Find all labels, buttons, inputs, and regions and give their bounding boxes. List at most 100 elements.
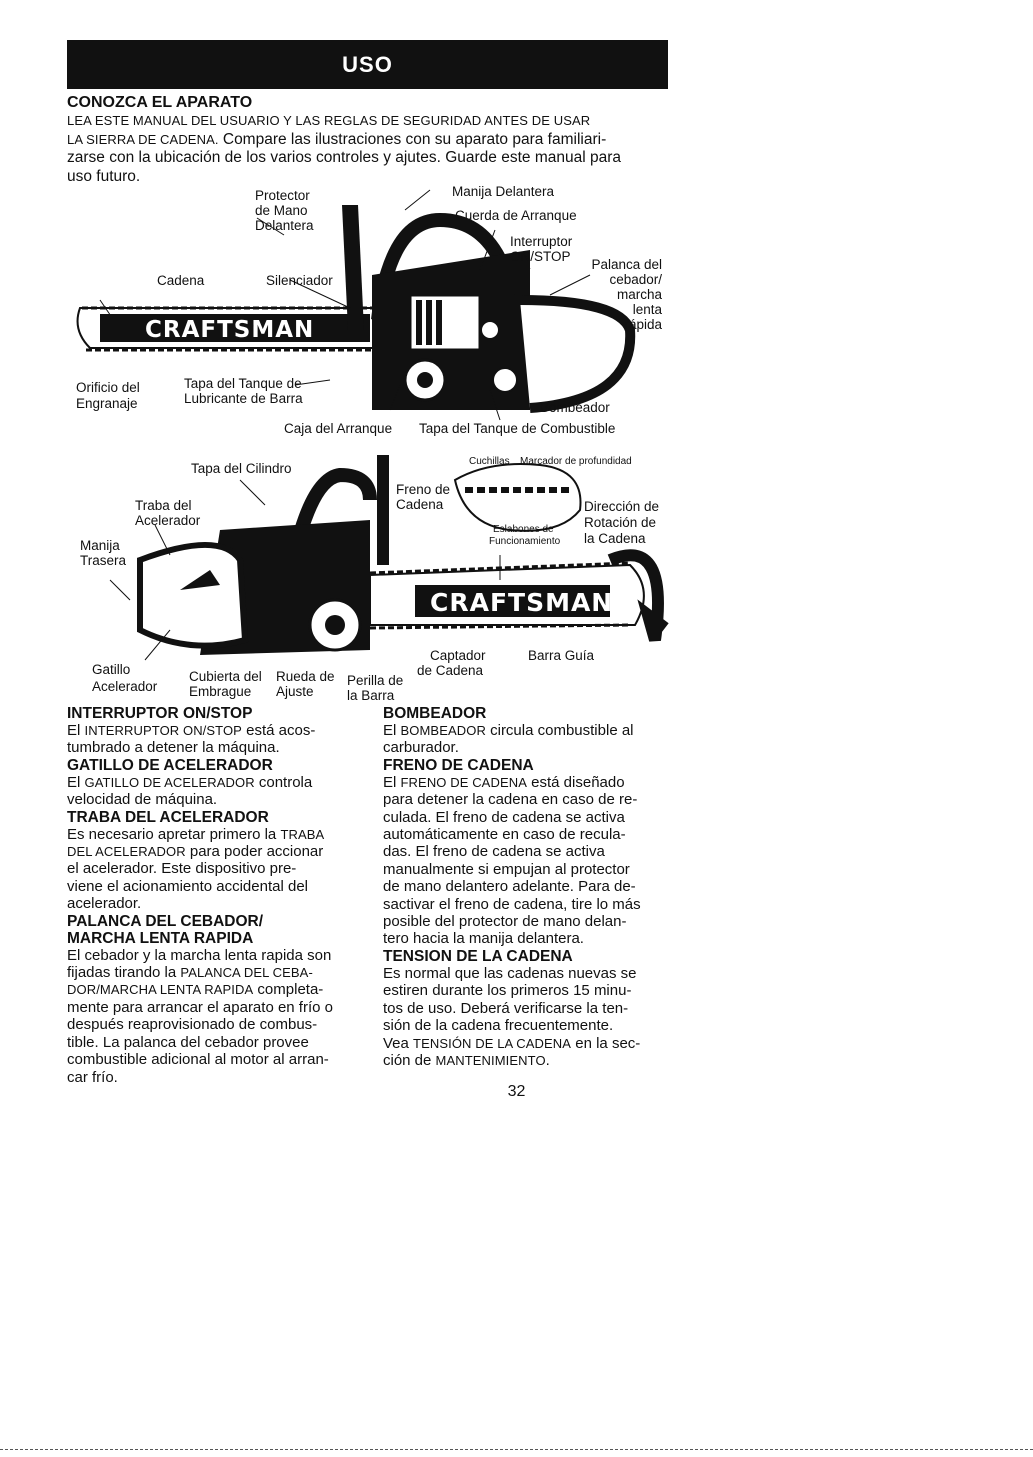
text-span: El	[67, 722, 85, 739]
text-span: El	[67, 773, 85, 791]
label-manija-1: Manija	[80, 538, 120, 553]
text-caps: DOR/MARCHA LENTA RAPIDA	[67, 982, 254, 998]
heading-line: MARCHA LENTA RAPIDA	[67, 929, 254, 947]
label-rueda-2: Ajuste	[276, 684, 314, 699]
text-caps: FRENO DE CADENA	[400, 774, 527, 790]
text-gatillo: El GATILLO DE ACELERADOR controla veloci…	[67, 774, 357, 809]
label-gatillo-2: Acelerador	[92, 679, 158, 694]
text-caps: MANTENIMIENTO	[435, 1052, 546, 1068]
label-palanca-1: Palanca del	[591, 257, 662, 272]
label-traba-1: Traba del	[135, 498, 192, 513]
text-span: está diseñado	[526, 773, 625, 791]
label-orificio-1: Orificio del	[76, 380, 140, 395]
text-span: tos de uso. Deberá verificarse la ten-	[383, 999, 629, 1017]
label-palanca-3: marcha	[616, 287, 662, 302]
text-span: .	[545, 1051, 550, 1069]
label-cadena: Cadena	[157, 273, 205, 288]
page-edge-line	[0, 1449, 1033, 1450]
label-direccion-1: Dirección de	[584, 499, 660, 514]
label-orificio-2: Engranaje	[76, 396, 138, 411]
text-span: sactivar el freno de cadena, tire lo más	[383, 895, 641, 913]
intro-line-4: uso futuro.	[67, 167, 141, 185]
text-caps: TRABA	[280, 826, 325, 842]
brand-logo-2: CRAFTSMAN	[430, 588, 613, 617]
text-span: para detener la cadena en caso de re-	[383, 791, 638, 809]
label-onstop: ON/STOP	[510, 249, 571, 264]
text-span: velocidad de máquina.	[67, 791, 218, 809]
label-traba-2: Acelerador	[135, 513, 201, 528]
text-caps: GATILLO DE ACELERADOR	[84, 774, 255, 790]
text-span: manualmente si empujan al protector	[383, 860, 630, 878]
heading-traba: TRABA DEL ACELERADOR	[67, 808, 269, 826]
text-span: mente para arrancar el aparato en frío o	[67, 998, 333, 1016]
label-barra-guia: Barra Guía	[528, 648, 595, 663]
text-span: Vea	[383, 1034, 414, 1052]
page-number: 32	[507, 1083, 526, 1100]
text-span: de mano delantero adelante. Para de-	[383, 878, 636, 896]
text-caps: PALANCA DEL CEBA-	[180, 965, 313, 981]
label-direccion-3: la Cadena	[584, 531, 646, 546]
label-gatillo-1: Gatillo	[92, 662, 131, 677]
text-span: completa-	[253, 981, 324, 999]
text-span: fijadas tirando la	[67, 964, 181, 982]
text-tension: Es normal que las cadenas nuevas se esti…	[383, 965, 683, 1069]
label-direccion-2: Rotación de	[584, 515, 657, 530]
label-rueda-1: Rueda de	[276, 669, 335, 684]
text-span: tumbrado a detener la máquina.	[67, 739, 280, 757]
label-delantera: Delantera	[255, 218, 314, 233]
chainsaw-side-illustration: CRAFTSMAN	[109, 455, 669, 661]
label-palanca-5: rápida	[624, 317, 662, 332]
intro-line-2-caps: LA SIERRA DE CADENA.	[67, 131, 219, 147]
label-caja-arranque: Caja del Arranque	[284, 421, 393, 436]
intro-heading: CONOZCA EL APARATO	[67, 94, 253, 111]
text-span: culada. El freno de cadena se activa	[383, 808, 625, 826]
text-span: car frío.	[67, 1068, 118, 1086]
text-span: Es necesario apretar primero la	[67, 825, 281, 843]
label-manija-delantera: Manija Delantera	[452, 184, 555, 199]
label-cubierta-1: Cubierta del	[189, 669, 262, 684]
text-span: para poder accionar	[185, 843, 324, 861]
text-interruptor: El INTERRUPTOR ON/STOP está acos- tumbra…	[67, 722, 357, 757]
label-tapa-lub-2: Lubricante de Barra	[184, 391, 303, 406]
label-tapa-cilindro: Tapa del Cilindro	[191, 461, 292, 476]
label-freno-1: Freno de	[396, 482, 451, 497]
label-eslabones-1: Eslabones de	[493, 524, 554, 535]
text-freno: El FRENO DE CADENA está diseñado para de…	[383, 774, 683, 948]
text-span: El	[383, 773, 401, 791]
text-span: automáticamente en caso de recula-	[383, 826, 626, 844]
label-cuchillas: Cuchillas	[469, 456, 510, 467]
label-captador-2: de Cadena	[417, 663, 484, 678]
heading-tension: TENSION DE LA CADENA	[383, 947, 573, 965]
intro-paragraph: LEA ESTE MANUAL DEL USUARIO Y LAS REGLAS…	[67, 112, 672, 186]
label-perilla-2: la Barra	[347, 688, 395, 703]
label-interruptor: Interruptor	[510, 234, 573, 249]
label-tapa-lub-1: Tapa del Tanque de	[184, 376, 302, 391]
label-tapa-combustible: Tapa del Tanque de Combustible	[419, 421, 616, 436]
label-perilla-1: Perilla de	[347, 673, 404, 688]
text-span: carburador.	[383, 739, 459, 757]
text-span: está acos-	[241, 722, 316, 739]
heading-line: PALANCA DEL CEBADOR/	[67, 912, 264, 930]
label-captador-1: Captador	[430, 648, 486, 663]
text-span: después reaprovisionado de combus-	[67, 1016, 318, 1034]
chainsaw-front-illustration: CRAFTSMAN	[76, 189, 636, 421]
text-caps: DEL ACELERADOR	[67, 844, 186, 860]
label-freno-2: Cadena	[396, 497, 444, 512]
heading-palanca: PALANCA DEL CEBADOR/ MARCHA LENTA RAPIDA	[67, 913, 357, 947]
text-span: combustible adicional al motor al arran-	[67, 1051, 329, 1069]
text-span: ción de	[383, 1051, 436, 1069]
text-span: posible del protector de mano delan-	[383, 913, 627, 931]
intro-block: CONOZCA EL APARATO LEA ESTE MANUAL DEL U…	[67, 94, 672, 186]
label-cubierta-2: Embrague	[189, 684, 252, 699]
intro-line-1: LEA ESTE MANUAL DEL USUARIO Y LAS REGLAS…	[67, 113, 591, 128]
label-manija-2: Trasera	[80, 553, 127, 568]
text-span: sión de la cadena frecuentemente.	[383, 1017, 614, 1035]
label-palanca-2: cebador/	[609, 272, 662, 287]
left-column: INTERRUPTOR ON/STOP El INTERRUPTOR ON/ST…	[67, 705, 357, 1086]
intro-line-3: zarse con la ubicación de los varios con…	[67, 149, 621, 166]
label-protector: Protector	[255, 188, 310, 203]
heading-freno: FRENO DE CADENA	[383, 756, 534, 774]
heading-bombeador: BOMBEADOR	[383, 705, 487, 722]
text-span: acelerador.	[67, 895, 142, 913]
heading-interruptor: INTERRUPTOR ON/STOP	[67, 705, 253, 722]
